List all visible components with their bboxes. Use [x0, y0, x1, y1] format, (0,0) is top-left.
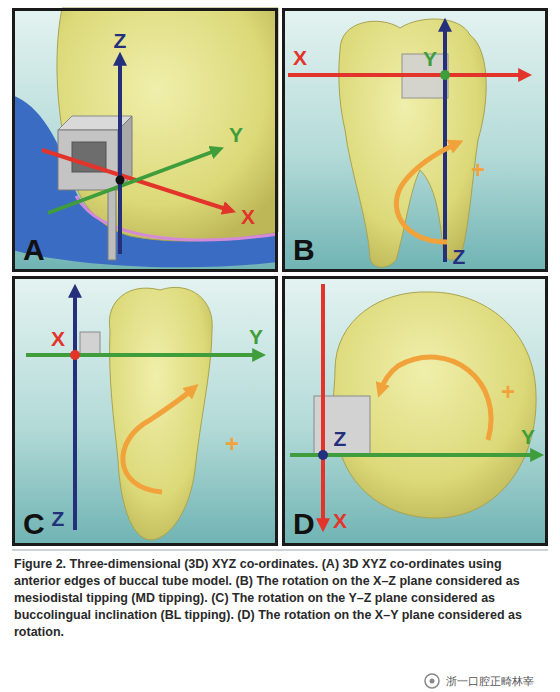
panel-frame: C: [12, 276, 278, 546]
x-axis-dot: [70, 350, 80, 360]
figure-caption: Figure 2. Three-dimensional (3D) XYZ co-…: [14, 556, 546, 641]
panel-ground: [282, 276, 548, 546]
molar: [339, 19, 486, 267]
axis-label: Z: [114, 30, 127, 51]
x-axis: [321, 284, 325, 528]
axis-label: Y: [249, 326, 263, 347]
axis-label: Y: [229, 124, 243, 145]
axis-label: X: [293, 47, 307, 68]
z-axis-dot: [318, 450, 328, 460]
axis-label: +: [471, 158, 485, 182]
panel-ground: [12, 276, 278, 546]
axis-label: Y: [423, 48, 437, 69]
y-axis-dot: [440, 70, 450, 80]
origin-dot: [116, 176, 125, 185]
hook-stem: [108, 190, 116, 260]
y-axis: [48, 149, 220, 213]
axis-label: Z: [334, 428, 347, 449]
rotation-arrow: [396, 143, 458, 242]
caption-rule: [12, 550, 548, 551]
z-axis: [118, 56, 122, 254]
watermark: 浙一口腔正畸林宰: [446, 676, 534, 687]
panel-frame: B: [282, 8, 548, 272]
axis-label: X: [333, 510, 347, 531]
panel-letter: B: [293, 235, 315, 265]
panel-letter: C: [23, 509, 45, 539]
gum-margin: [76, 196, 278, 240]
axis-label: Y: [521, 426, 535, 447]
tooth-crown: [57, 8, 278, 241]
axis-label: X: [51, 328, 65, 349]
axis-label: +: [501, 380, 515, 404]
axis-label: Z: [52, 508, 65, 529]
y-axis: [26, 353, 262, 357]
axis-label: +: [225, 432, 239, 456]
panel-frame: D: [282, 276, 548, 546]
z-axis: [73, 288, 77, 530]
watermark-logo: [425, 674, 439, 688]
premolar: [109, 287, 212, 540]
panel-ground: [12, 8, 278, 272]
panel-letter: A: [23, 235, 45, 265]
axis-label: Z: [453, 246, 466, 267]
panel-letter: D: [293, 509, 315, 539]
panel-ground: [282, 8, 548, 272]
buccal-tube: [80, 332, 100, 356]
z-axis: [443, 22, 447, 262]
x-axis: [288, 73, 528, 77]
axis-label: X: [241, 206, 255, 227]
rotation-arrow: [380, 357, 491, 440]
watermark-logo: [430, 679, 435, 684]
rotation-arrow: [123, 388, 194, 492]
